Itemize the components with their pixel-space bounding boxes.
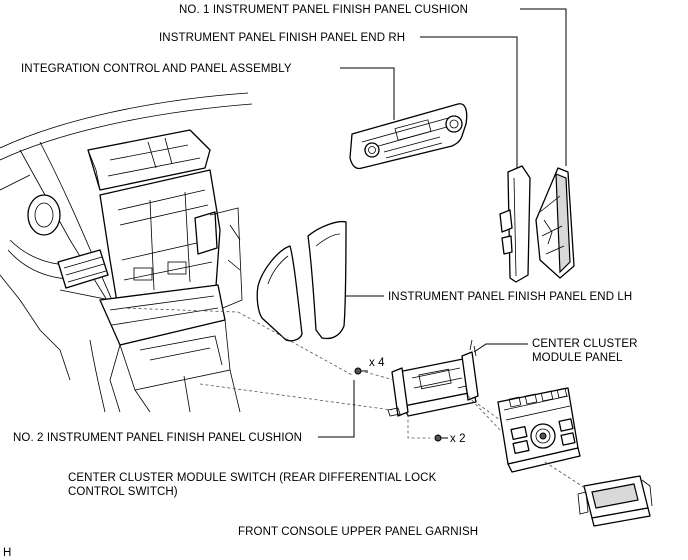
- screw-x4: [354, 367, 368, 375]
- corner-mark: H: [3, 547, 11, 559]
- label-end-rh: INSTRUMENT PANEL FINISH PANEL END RH: [159, 32, 405, 44]
- label-switch-line1: CENTER CLUSTER MODULE SWITCH (REAR DIFFE…: [68, 472, 437, 484]
- center-cluster-module-panel: [387, 339, 479, 417]
- assembly-guide-lines: [121, 307, 586, 489]
- label-end-lh: INSTRUMENT PANEL FINISH PANEL END LH: [388, 291, 632, 303]
- no1-finish-panel-cushion: [535, 167, 575, 279]
- label-no1-cushion: NO. 1 INSTRUMENT PANEL FINISH PANEL CUSH…: [179, 4, 468, 16]
- center-cluster-module-switch: [497, 387, 581, 473]
- leader-lines: [318, 8, 567, 438]
- dashboard-illustration: [0, 92, 253, 413]
- label-center-cluster-panel-line2: MODULE PANEL: [532, 352, 623, 364]
- label-no2-cushion: NO. 2 INSTRUMENT PANEL FINISH PANEL CUSH…: [13, 432, 302, 444]
- label-screw-qty-2: x 2: [450, 433, 466, 445]
- label-center-cluster-panel-line1: CENTER CLUSTER: [532, 338, 638, 350]
- finish-panel-end-lh: [256, 220, 347, 342]
- label-switch-line2: CONTROL SWITCH): [68, 486, 178, 498]
- finish-panel-end-rh: [499, 165, 531, 283]
- label-screw-qty-4: x 4: [369, 357, 385, 369]
- screw-x2: [434, 434, 448, 442]
- label-integration-control: INTEGRATION CONTROL AND PANEL ASSEMBLY: [21, 63, 292, 75]
- integration-control-panel-assembly: [349, 103, 468, 170]
- front-console-upper-panel-garnish: [577, 475, 653, 527]
- label-garnish: FRONT CONSOLE UPPER PANEL GARNISH: [238, 526, 478, 538]
